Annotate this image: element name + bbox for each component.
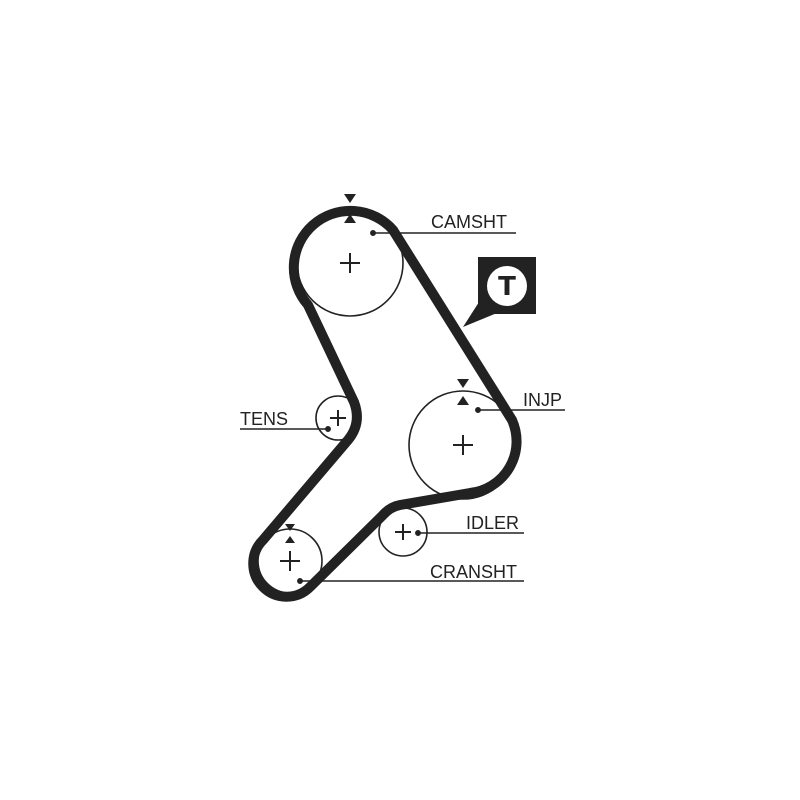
timing-belt (248, 205, 522, 602)
crankshaft-timing-mark-outer (285, 524, 295, 531)
crankshaft-timing-mark-inner (285, 536, 295, 543)
camshaft-pulley (296, 194, 404, 317)
crankshaft-pulley (257, 524, 323, 594)
badge-letter: T (498, 272, 516, 302)
camshaft-label: CAMSHT (431, 212, 507, 232)
injection-pump-label: INJP (523, 390, 562, 410)
tensioner-label: TENS (240, 409, 288, 429)
leader-lines (240, 230, 565, 584)
idler-label: IDLER (466, 513, 519, 533)
injection-pump-timing-mark-outer (457, 379, 469, 388)
idler-pulley (378, 507, 428, 557)
injection-pump-timing-mark-inner (457, 396, 469, 405)
tensioner-pulley (315, 395, 361, 441)
tensioner-badge: T (463, 257, 536, 327)
injection-pump-pulley (408, 379, 518, 500)
crankshaft-label: CRANSHT (430, 562, 517, 582)
camshaft-timing-mark-inner (344, 214, 356, 223)
camshaft-timing-mark-outer (344, 194, 356, 203)
